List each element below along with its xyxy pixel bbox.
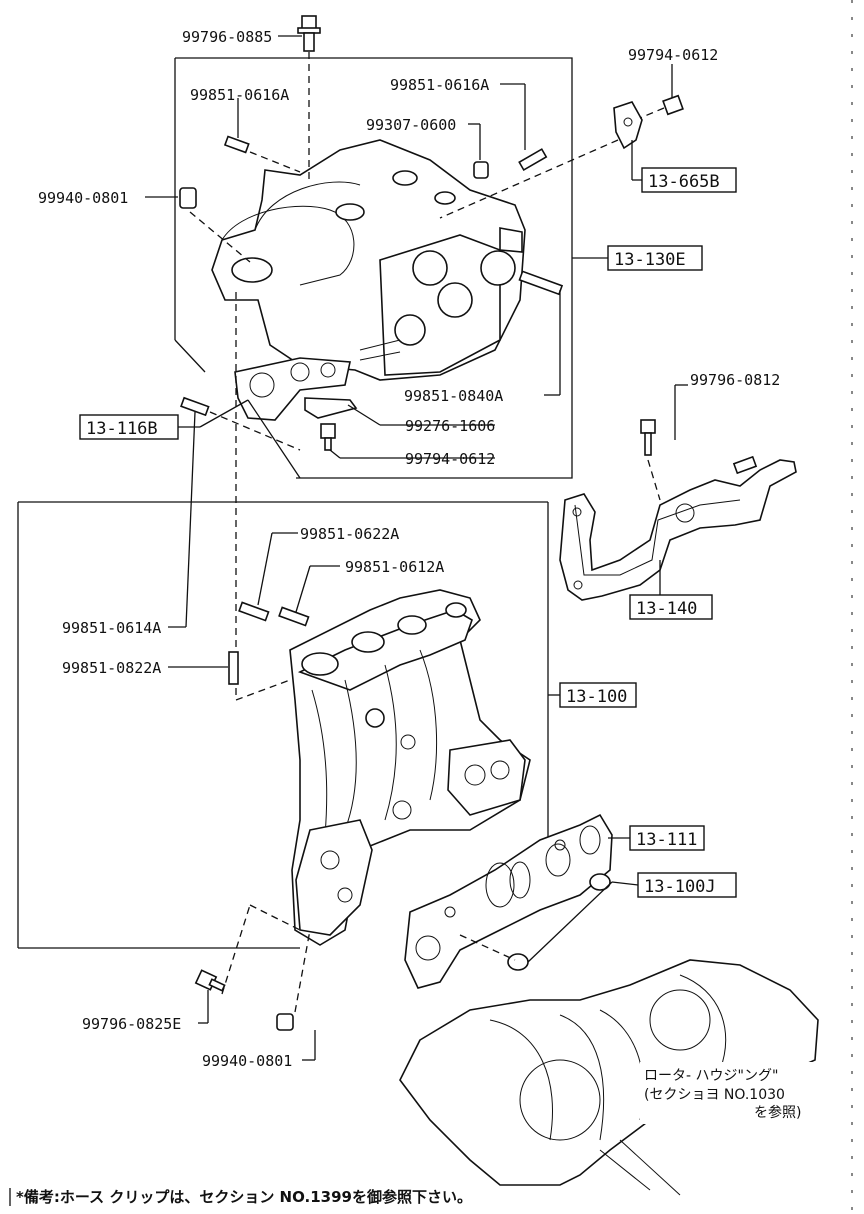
- nut-99940-0801-top: [179, 187, 197, 209]
- label-99851-0616A-left: 99851-0616A: [190, 86, 289, 104]
- ref-13-665B: 13-665B: [648, 172, 720, 192]
- stud-99851-0612A: [278, 606, 310, 627]
- upper-group-bracket: [175, 57, 573, 479]
- bolt-99796-0825E: [194, 969, 226, 992]
- label-99794-0612-top: 99794-0612: [628, 46, 718, 64]
- rotor-note-line1: ロータ- ハウジ"ング": [644, 1068, 778, 1084]
- nut-99940-0801-bottom: [276, 1013, 294, 1031]
- gasket-13-111: [404, 813, 613, 989]
- label-99940-0801-top: 99940-0801: [38, 189, 128, 207]
- rotor-note-line3: を参照): [754, 1104, 801, 1121]
- label-99851-0822A: 99851-0822A: [62, 659, 161, 677]
- ref-13-130E: 13-130E: [614, 250, 686, 270]
- ref-box-13-100: [559, 682, 637, 708]
- label-99796-0885: 99796-0885: [182, 28, 272, 46]
- ref-box-13-111: [629, 825, 705, 851]
- label-99851-0840A: 99851-0840A: [404, 387, 503, 405]
- label-99794-0612-mid: 99794-0612: [405, 450, 495, 468]
- label-99307-0600: 99307-0600: [366, 116, 456, 134]
- ref-13-111: 13-111: [636, 830, 697, 850]
- ref-box-13-130E: [607, 245, 703, 271]
- rotor-housing: [399, 959, 819, 1196]
- lower-intake-manifold: [289, 589, 531, 946]
- upper-intake-manifold: [211, 139, 526, 381]
- ref-13-116B: 13-116B: [86, 419, 158, 439]
- bolt-99796-0885: [297, 15, 321, 52]
- bracket-99276: [304, 397, 358, 419]
- stud-99851-0622A: [238, 601, 270, 622]
- footer-note: *備考:ホース クリップは、セクション NO.1399を御参照下さい。: [16, 1188, 472, 1206]
- ref-box-13-140: [629, 594, 713, 620]
- rotor-note-line2: (セクショヨ NO.1030: [644, 1087, 785, 1103]
- bolt-99794-0612-mid: [320, 423, 336, 451]
- stud-99851-0614A: [180, 396, 210, 417]
- stud-99851-0822A: [228, 651, 239, 685]
- label-99796-0825E: 99796-0825E: [82, 1015, 181, 1033]
- ref-box-13-665B: [641, 167, 737, 193]
- label-99851-0616A-right: 99851-0616A: [390, 76, 489, 94]
- bracket-13-665B: [613, 101, 643, 150]
- label-99940-0801-bottom: 99940-0801: [202, 1052, 292, 1070]
- ref-13-100: 13-100: [566, 687, 627, 707]
- label-99851-0612A: 99851-0612A: [345, 558, 444, 576]
- label-99851-0614A: 99851-0614A: [62, 619, 161, 637]
- stud-99851-0840A: [518, 270, 564, 296]
- stud-99851-0616A-right: [518, 148, 548, 172]
- label-99276-1606: 99276-1606: [405, 417, 495, 435]
- ref-box-13-100J: [637, 872, 737, 898]
- o-rings-13-100J: [507, 873, 611, 971]
- bracket-13-140: [559, 455, 797, 601]
- stud-99851-0616A-left: [223, 135, 250, 154]
- ref-13-100J: 13-100J: [644, 877, 716, 897]
- bolt-99796-0812: [640, 419, 656, 456]
- ref-box-13-116B: [79, 414, 179, 440]
- label-99851-0622A: 99851-0622A: [300, 525, 399, 543]
- label-99796-0812: 99796-0812: [690, 371, 780, 389]
- nut-99307-0600: [473, 161, 489, 179]
- ref-13-140: 13-140: [636, 599, 697, 619]
- upper-gasket: [234, 357, 351, 421]
- bolt-99794-0612-top: [662, 94, 684, 116]
